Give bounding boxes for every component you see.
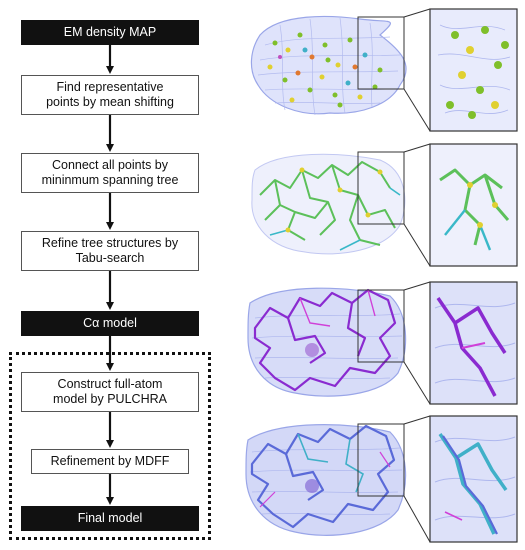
step-mdff: Refinement by MDFF xyxy=(31,449,189,474)
representative-points-panel xyxy=(250,8,518,132)
step-pulchra: Construct full-atom model by PULCHRA xyxy=(21,372,199,412)
final-model-panel xyxy=(245,415,518,543)
step-mean-shifting: Find representative points by mean shift… xyxy=(21,75,199,115)
step-spanning-tree: Connect all points by mininmum spanning … xyxy=(21,153,199,193)
step-label: Tabu-search xyxy=(75,251,145,265)
step-label: Find representative xyxy=(56,80,164,94)
zoom-panel xyxy=(429,281,518,405)
step-label: EM density MAP xyxy=(63,25,157,39)
step-label: Final model xyxy=(77,511,143,525)
step-tabu-search: Refine tree structures by Tabu-search xyxy=(21,231,199,271)
zoom-region xyxy=(357,423,405,497)
step-ca-model: Cα model xyxy=(21,311,199,336)
step-em-density-map: EM density MAP xyxy=(21,20,199,45)
density-map-blob xyxy=(250,15,407,115)
step-label: points by mean shifting xyxy=(46,95,174,109)
tree-nodes xyxy=(285,167,383,233)
full-atom-trace xyxy=(250,424,396,529)
step-final-model: Final model xyxy=(21,506,199,531)
step-label: Cα model xyxy=(83,316,137,330)
step-label: Construct full-atom xyxy=(57,377,163,391)
zoom-region xyxy=(357,151,405,225)
step-label: mininmum spanning tree xyxy=(41,173,179,187)
zoom-region xyxy=(357,289,405,363)
step-label: Connect all points by xyxy=(51,158,169,172)
representative-points xyxy=(267,32,383,108)
zoom-panel xyxy=(429,143,518,267)
step-label: Refinement by MDFF xyxy=(50,454,170,468)
ca-model-panel xyxy=(247,281,518,405)
zoom-points xyxy=(446,26,509,119)
tree-branches xyxy=(259,161,396,246)
ca-trace xyxy=(253,288,397,392)
step-label: Refine tree structures by xyxy=(41,236,179,250)
zoom-region xyxy=(357,16,405,90)
step-label: model by PULCHRA xyxy=(53,392,167,406)
spanning-tree-panel xyxy=(251,143,518,267)
tree-branches-cyan xyxy=(269,187,401,251)
